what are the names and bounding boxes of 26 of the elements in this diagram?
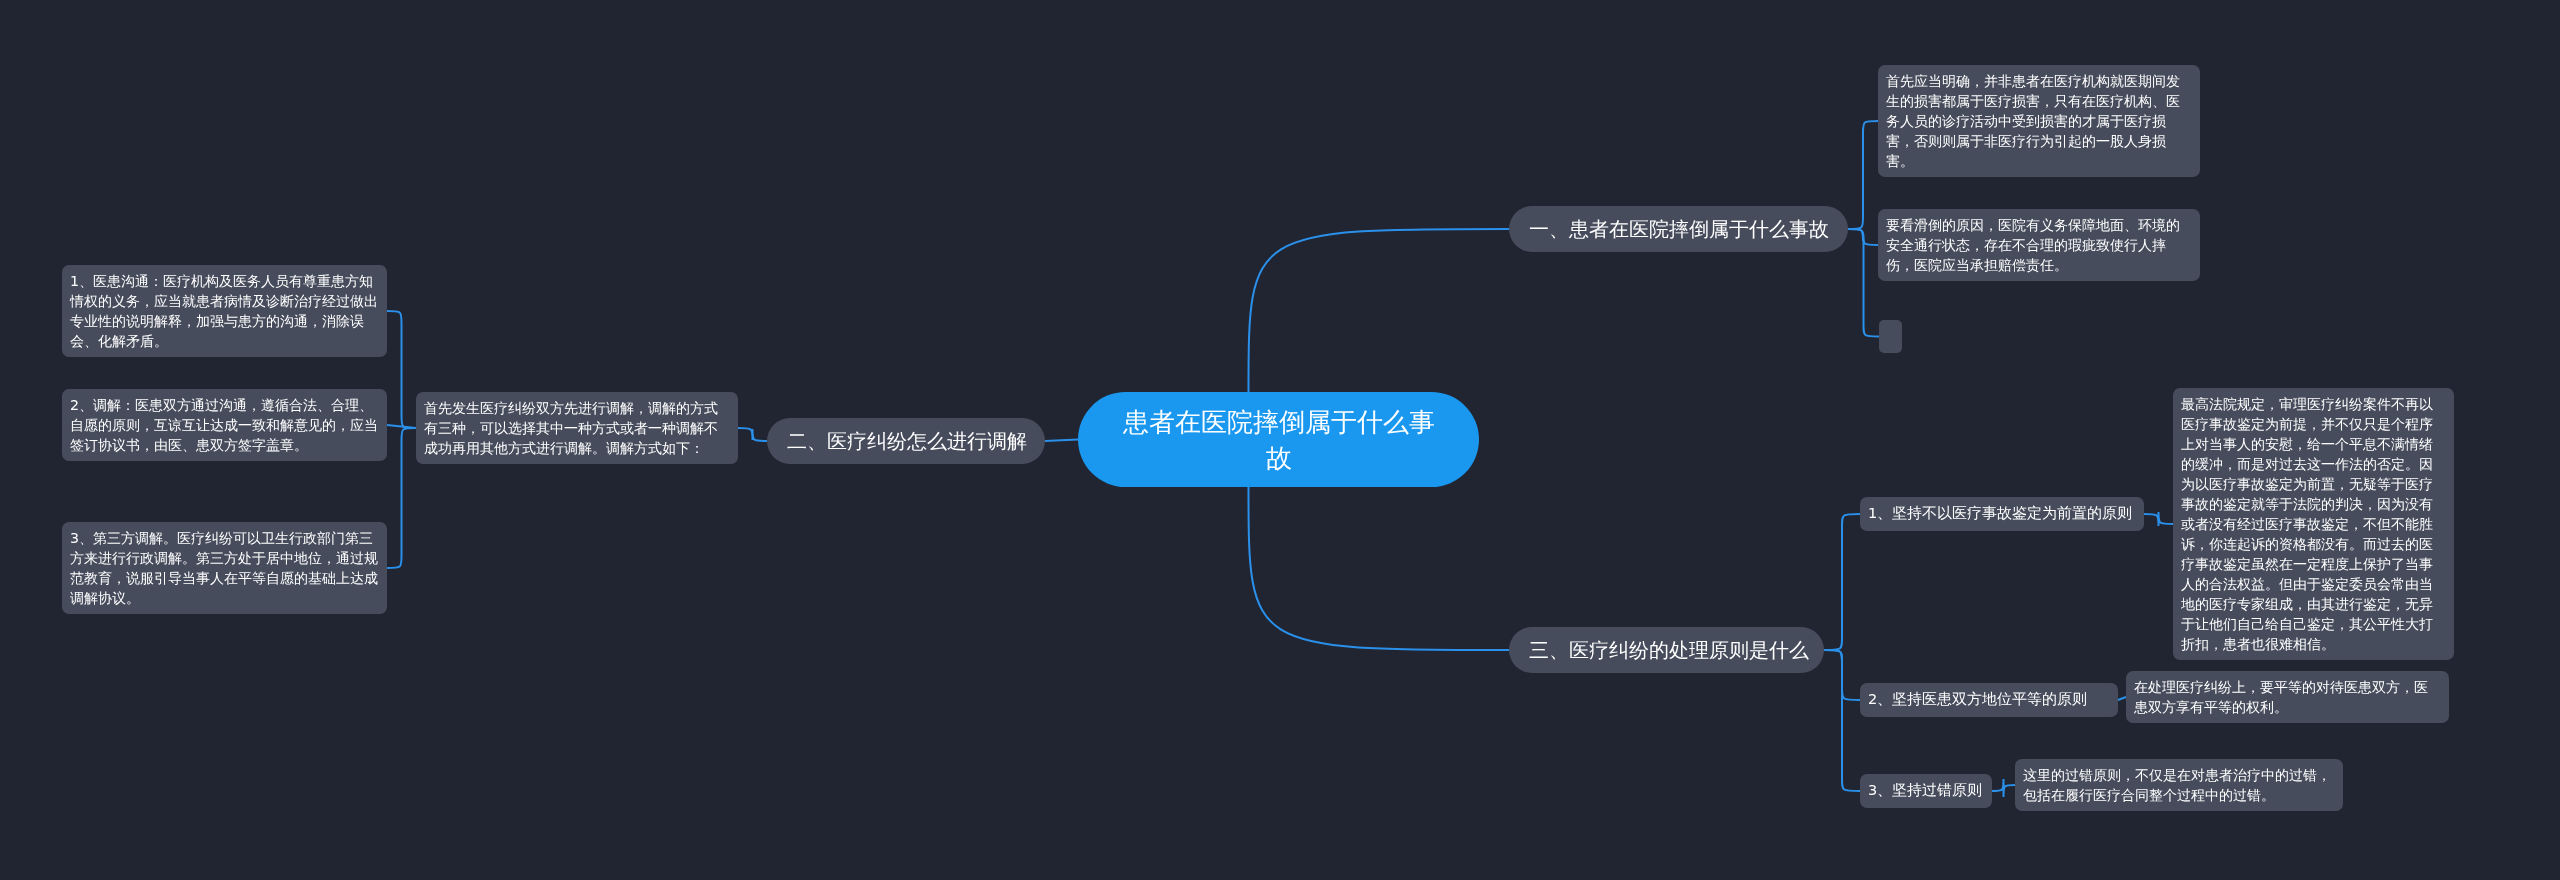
connector-line	[386, 427, 417, 569]
connector-line	[2117, 696, 2127, 701]
topic-box: 二、医疗纠纷怎么进行调解	[767, 418, 1045, 464]
connector-line	[1247, 228, 1510, 393]
connector-line	[1991, 778, 2016, 798]
connector-line	[1247, 486, 1510, 651]
subtopic-box: 1、坚持不以医疗事故鉴定为前置的原则	[1860, 497, 2144, 531]
note-box: 最高法院规定，审理医疗纠纷案件不再以医疗事故鉴定为前提，并不仅只是个程序上对当事人的安慰，给一个平息不满情绪的缓冲，而是对过去这一作法的否定。因为以医疗事故鉴定为前置，无疑等于医疗事故的鉴定就等于法院的判决，因为没有或者没有经过医疗事故鉴定，不但不能胜诉，你连起诉的资格都没有。而过去的医疗事故鉴定虽然在一定程度上保护了当事人的合法权益。但由于鉴定委员会常由当地的医疗专家组成，由其进行鉴定，无异于让他们自己给自己鉴定，其公平性大打折扣，患者也很难相信。	[2173, 388, 2454, 660]
note-box: 首先应当明确，并非患者在医疗机构就医期间发生的损害都属于医疗损害，只有在医疗机构、医务人员的诊疗活动中受到损害的才属于医疗损害，否则则属于非医疗行为引起的一股人身损害。	[1878, 65, 2200, 177]
note-box: 这里的过错原则，不仅是在对患者治疗中的过错，包括在履行医疗合同整个过程中的过错。	[2015, 759, 2343, 811]
empty-box	[1879, 320, 1902, 353]
note-box: 3、第三方调解。医疗纠纷可以卫生行政部门第三方来进行行政调解。第三方处于居中地位，通过规范教育，说服引导当事人在平等自愿的基础上达成调解协议。	[62, 522, 387, 614]
connector-line	[1044, 438, 1079, 442]
central-topic: 患者在医院摔倒属于什么事故	[1078, 392, 1479, 487]
connector-line	[737, 427, 768, 442]
note-box: 在处理医疗纠纷上，要平等的对待医患双方，医患双方享有平等的权利。	[2126, 671, 2449, 723]
topic-box: 一、患者在医院摔倒属于什么事故	[1509, 206, 1848, 252]
note-box: 首先发生医疗纠纷双方先进行调解，调解的方式有三种，可以选择其中一种方式或者一种调解不成功再用其他方式进行调解。调解方式如下：	[416, 392, 738, 464]
subtopic-box: 2、坚持医患双方地位平等的原则	[1860, 683, 2118, 717]
topic-box: 三、医疗纠纷的处理原则是什么	[1509, 627, 1824, 673]
subtopic-box: 3、坚持过错原则	[1860, 774, 1992, 808]
note-box: 1、医患沟通：医疗机构及医务人员有尊重患方知情权的义务，应当就患者病情及诊断治疗经过做出专业性的说明解释，加强与患方的沟通，消除误会、化解矛盾。	[62, 265, 387, 357]
note-box: 2、调解：医患双方通过沟通，遵循合法、合理、自愿的原则，互谅互让达成一致和解意见的，应当签订协议书，由医、患双方签字盖章。	[62, 389, 387, 461]
connector-line	[2143, 511, 2174, 527]
connector-line	[1823, 649, 1861, 792]
note-box: 要看滑倒的原因，医院有义务保障地面、环境的安全通行状态，存在不合理的瑕疵致使行人摔伤，医院应当承担赔偿责任。	[1878, 209, 2200, 281]
